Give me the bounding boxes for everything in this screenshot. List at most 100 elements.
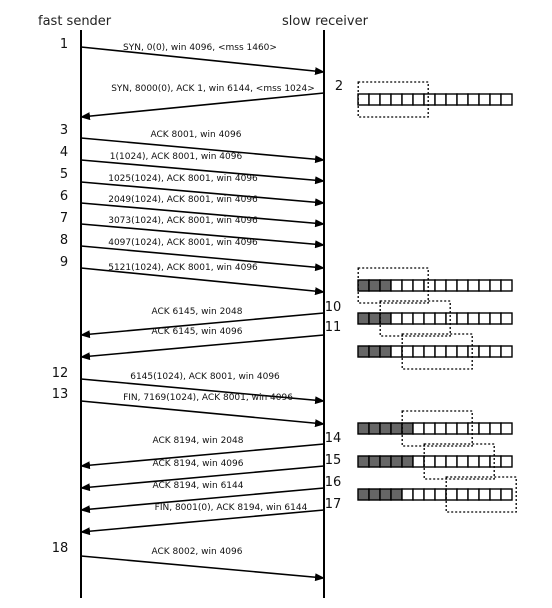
message-arrow [80,509,325,536]
step-number: 10 [325,300,342,315]
buffer-cell-empty [445,488,458,501]
buffer-cell-empty [401,345,414,358]
message-arrow [80,202,325,228]
buffer-cell-filled [368,422,381,435]
step-number: 5 [60,167,68,182]
buffer-cell-empty [445,279,458,292]
buffer-cell-empty [445,422,458,435]
message-label: SYN, 0(0), win 4096, <mss 1460> [123,43,277,53]
message-label: ACK 6145, win 2048 [151,307,242,317]
message-label: 5121(1024), ACK 8001, win 4096 [108,263,258,273]
message-label: FIN, 8001(0), ACK 8194, win 6144 [155,503,308,513]
buffer-cell-filled [368,312,381,325]
buffer-cell-empty [478,455,491,468]
message-label: ACK 8194, win 4096 [152,459,243,469]
step-number: 18 [52,541,69,556]
buffer-cell-filled [379,279,392,292]
receive-window [379,300,451,337]
buffer-cell-empty [434,312,447,325]
buffer-cell-empty [401,312,414,325]
message-label: 2049(1024), ACK 8001, win 4096 [108,195,258,205]
buffer-cell-empty [500,93,513,106]
buffer-cell-empty [456,312,469,325]
buffer-cell-filled [390,422,403,435]
message-label: ACK 8002, win 4096 [151,547,242,557]
buffer-cell-empty [478,488,491,501]
buffer-cell-empty [467,422,480,435]
buffer-cell-empty [489,488,502,501]
buffer-cell-filled [390,455,403,468]
step-number: 7 [60,211,68,226]
message-arrow [80,378,325,405]
message-arrow [80,334,325,361]
step-number: 2 [335,79,343,94]
step-number: 16 [325,475,342,490]
message-arrow [80,443,325,470]
buffer-cell-empty [456,422,469,435]
buffer-cell-filled [368,345,381,358]
buffer-cell-empty [467,488,480,501]
message-arrow [80,312,325,339]
message-arrow [80,267,325,296]
receive-window [401,410,473,447]
receive-buffer [357,476,517,513]
buffer-cell-empty [445,345,458,358]
buffer-cell-filled [357,345,370,358]
step-number: 3 [60,123,68,138]
buffer-cell-filled [357,488,370,501]
message-label: ACK 8001, win 4096 [150,130,241,140]
buffer-cell-empty [500,488,513,501]
step-number: 8 [60,233,68,248]
receive-buffer [357,267,513,304]
message-label: 3073(1024), ACK 8001, win 4096 [108,216,258,226]
sender-header: fast sender [38,14,112,29]
buffer-cell-filled [390,488,403,501]
buffer-cell-empty [368,93,381,106]
message-arrow [80,137,325,164]
buffer-cell-empty [423,93,436,106]
step-number: 17 [325,497,342,512]
receive-buffer [357,410,513,447]
buffer-cell-empty [456,279,469,292]
step-number: 14 [325,431,342,446]
message-label: ACK 8194, win 6144 [152,481,243,491]
buffer-cell-empty [467,312,480,325]
buffer-cell-empty [467,93,480,106]
buffer-cell-empty [489,455,502,468]
buffer-cell-empty [412,345,425,358]
buffer-cell-filled [379,422,392,435]
buffer-cell-empty [412,488,425,501]
buffer-cell-empty [401,93,414,106]
message-arrow [80,159,325,185]
buffer-cell-empty [467,279,480,292]
buffer-cell-empty [423,455,436,468]
buffer-cell-empty [500,345,513,358]
buffer-cell-filled [379,455,392,468]
message-label: 4097(1024), ACK 8001, win 4096 [108,238,258,248]
buffer-cell-empty [357,93,370,106]
receive-window [357,81,429,118]
receive-buffer [357,81,513,118]
receiver-header: slow receiver [282,14,368,29]
buffer-cell-empty [478,422,491,435]
buffer-cell-empty [467,455,480,468]
buffer-cell-empty [434,345,447,358]
buffer-cell-empty [489,345,502,358]
buffer-cell-empty [500,312,513,325]
buffer-cell-empty [412,422,425,435]
buffer-cell-empty [456,488,469,501]
message-arrow [80,245,325,272]
buffer-cell-empty [445,455,458,468]
buffer-cell-empty [489,279,502,292]
buffer-cell-filled [379,312,392,325]
message-label: ACK 6145, win 4096 [151,327,242,337]
receive-buffer [357,443,513,480]
buffer-cell-empty [489,312,502,325]
step-number: 11 [325,320,342,335]
buffer-cell-empty [478,312,491,325]
buffer-cell-empty [445,312,458,325]
buffer-cell-filled [368,488,381,501]
message-arrow [80,181,325,207]
buffer-cell-empty [390,93,403,106]
